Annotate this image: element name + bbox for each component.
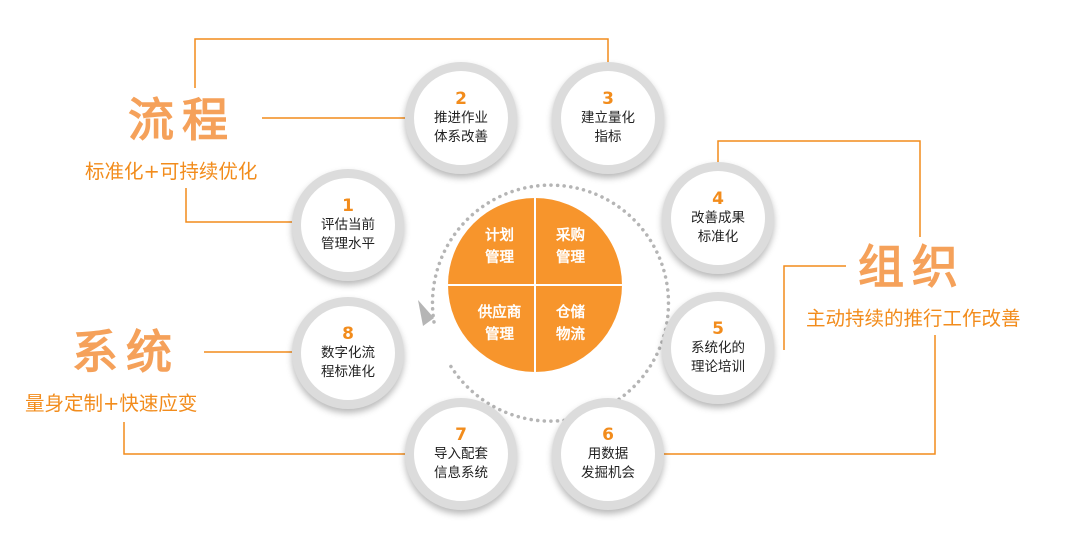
step-text-line2: 信息系统 [434, 465, 488, 481]
hub-label-line2: 管理 [485, 326, 514, 343]
step-text-line1: 数字化流 [321, 345, 375, 361]
step-1-circle: 1 评估当前 管理水平 [292, 169, 404, 281]
step-text-line1: 导入配套 [434, 446, 488, 462]
step-text-line1: 建立量化 [581, 110, 635, 126]
step-text-line1: 改善成果 [691, 210, 745, 226]
step-number: 3 [602, 89, 614, 109]
hub-label-line1: 仓储 [556, 304, 585, 321]
process-connector-top [194, 38, 609, 88]
hub-label-line1: 采购 [556, 227, 585, 244]
hub-label-line2: 管理 [485, 249, 514, 266]
hub-divider-horizontal [448, 284, 622, 286]
step-4-circle: 4 改善成果 标准化 [662, 162, 774, 274]
process-title: 流程 [128, 93, 236, 147]
step-number: 1 [342, 196, 354, 216]
step-text-line2: 体系改善 [434, 129, 488, 145]
process-connector-step1 [185, 188, 292, 223]
step-8-circle: 8 数字化流 程标准化 [292, 297, 404, 409]
step-text-line1: 系统化的 [691, 340, 745, 356]
step-text-line1: 评估当前 [321, 217, 375, 233]
cycle-arrowhead-icon [418, 300, 434, 326]
organization-connector-top [717, 140, 921, 237]
step-text-line1: 推进作业 [434, 110, 488, 126]
step-number: 6 [602, 425, 614, 445]
step-6-circle: 6 用数据 发掘机会 [552, 398, 664, 510]
step-number: 4 [712, 189, 724, 209]
step-3-circle: 3 建立量化 指标 [552, 62, 664, 174]
hub-quadrant-planning: 计划管理 [448, 198, 535, 285]
step-text-line2: 标准化 [697, 229, 739, 245]
organization-connector-step5 [783, 265, 846, 350]
hub-quadrant-warehousing: 仓储物流 [535, 285, 622, 372]
organization-subtitle: 主动持续的推行工作改善 [806, 307, 1021, 330]
system-connector-step7 [123, 422, 405, 455]
step-number: 7 [455, 425, 467, 445]
step-number: 5 [712, 319, 724, 339]
step-7-circle: 7 导入配套 信息系统 [405, 398, 517, 510]
step-text-line2: 发掘机会 [581, 465, 635, 481]
organization-connector-step6 [664, 335, 936, 455]
process-subtitle: 标准化+可持续优化 [85, 160, 258, 183]
step-text-line2: 管理水平 [321, 236, 375, 252]
hub-label-line2: 管理 [556, 249, 585, 266]
system-subtitle: 量身定制+快速应变 [25, 392, 198, 415]
organization-title: 组织 [858, 240, 966, 294]
step-text-line2: 指标 [594, 129, 622, 145]
step-2-circle: 2 推进作业 体系改善 [405, 62, 517, 174]
center-hub: 计划管理 采购管理 供应商管理 仓储物流 [448, 198, 622, 372]
hub-label-line1: 供应商 [477, 304, 522, 321]
hub-quadrant-purchasing: 采购管理 [535, 198, 622, 285]
step-5-circle: 5 系统化的 理论培训 [662, 292, 774, 404]
hub-quadrant-supplier: 供应商管理 [448, 285, 535, 372]
step-text-line2: 程标准化 [321, 364, 375, 380]
hub-label-line1: 计划 [485, 227, 514, 244]
system-title: 系统 [72, 325, 180, 379]
step-number: 2 [455, 89, 467, 109]
step-text-line1: 用数据 [587, 446, 629, 462]
hub-label-line2: 物流 [556, 326, 585, 343]
step-number: 8 [342, 324, 354, 344]
step-text-line2: 理论培训 [691, 359, 745, 375]
